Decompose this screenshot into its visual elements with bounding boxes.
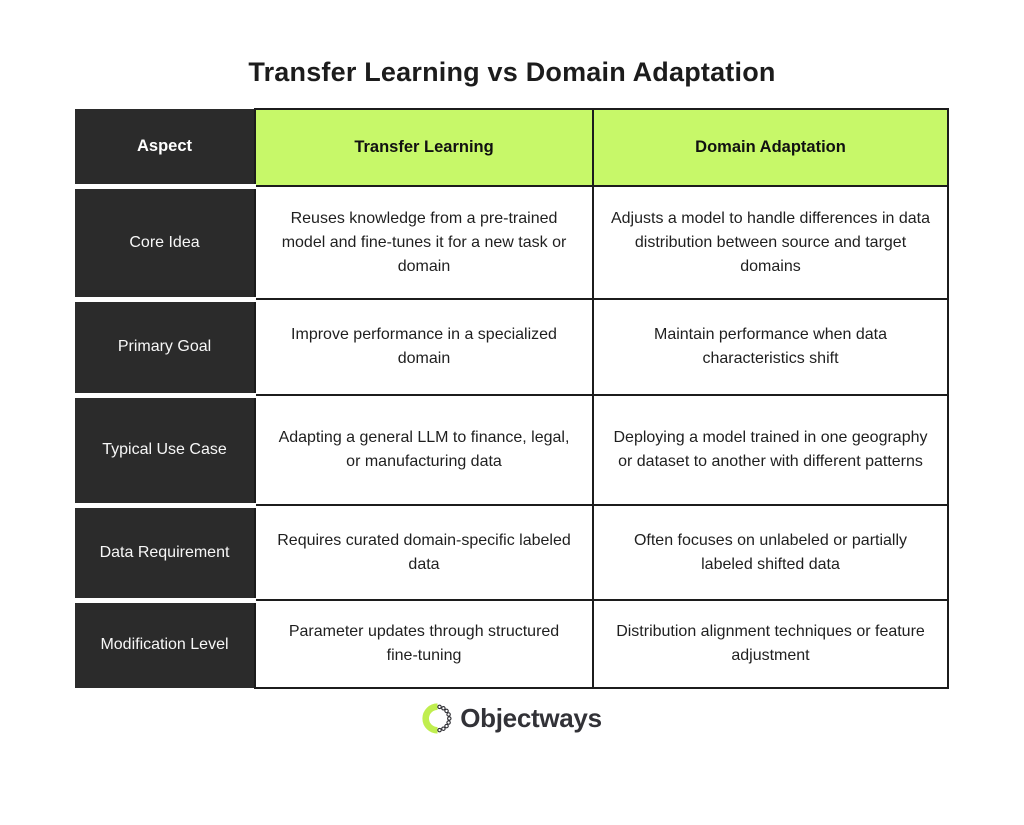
cell-modification-level-transfer-learning: Parameter updates through structured fin… [254, 599, 594, 689]
table-row: Core Idea Reuses knowledge from a pre-tr… [75, 185, 949, 302]
table-row: Modification Level Parameter updates thr… [75, 599, 949, 689]
column-header-transfer-learning: Transfer Learning [254, 108, 594, 187]
row-label-modification-level: Modification Level [75, 600, 255, 688]
column-header-domain-adaptation: Domain Adaptation [592, 108, 949, 187]
infographic-page: Transfer Learning vs Domain Adaptation A… [0, 57, 1024, 825]
brand-footer: Objectways [0, 703, 1024, 734]
cell-primary-goal-domain-adaptation: Maintain performance when data character… [592, 298, 949, 396]
cell-modification-level-domain-adaptation: Distribution alignment techniques or fea… [592, 599, 949, 689]
table-row: Typical Use Case Adapting a general LLM … [75, 394, 949, 508]
cell-typical-use-case-domain-adaptation: Deploying a model trained in one geograp… [592, 394, 949, 506]
row-label-typical-use-case: Typical Use Case [75, 395, 255, 508]
column-header-aspect: Aspect [75, 109, 255, 189]
table-row: Data Requirement Requires curated domain… [75, 504, 949, 603]
cell-core-idea-transfer-learning: Reuses knowledge from a pre-trained mode… [254, 185, 594, 300]
cell-primary-goal-transfer-learning: Improve performance in a specialized dom… [254, 298, 594, 396]
table-header-row: Aspect Transfer Learning Domain Adaptati… [75, 108, 949, 189]
table-row: Primary Goal Improve performance in a sp… [75, 298, 949, 398]
cell-core-idea-domain-adaptation: Adjusts a model to handle differences in… [592, 185, 949, 300]
brand-name: Objectways [460, 703, 602, 733]
row-label-data-requirement: Data Requirement [75, 505, 255, 603]
brand-logo-icon [422, 703, 453, 734]
cell-typical-use-case-transfer-learning: Adapting a general LLM to finance, legal… [254, 394, 594, 506]
cell-data-requirement-transfer-learning: Requires curated domain-specific labeled… [254, 504, 594, 601]
cell-data-requirement-domain-adaptation: Often focuses on unlabeled or partially … [592, 504, 949, 601]
row-label-primary-goal: Primary Goal [75, 299, 255, 398]
page-title: Transfer Learning vs Domain Adaptation [248, 57, 776, 87]
comparison-table: Aspect Transfer Learning Domain Adaptati… [75, 108, 949, 689]
row-label-core-idea: Core Idea [75, 186, 255, 302]
